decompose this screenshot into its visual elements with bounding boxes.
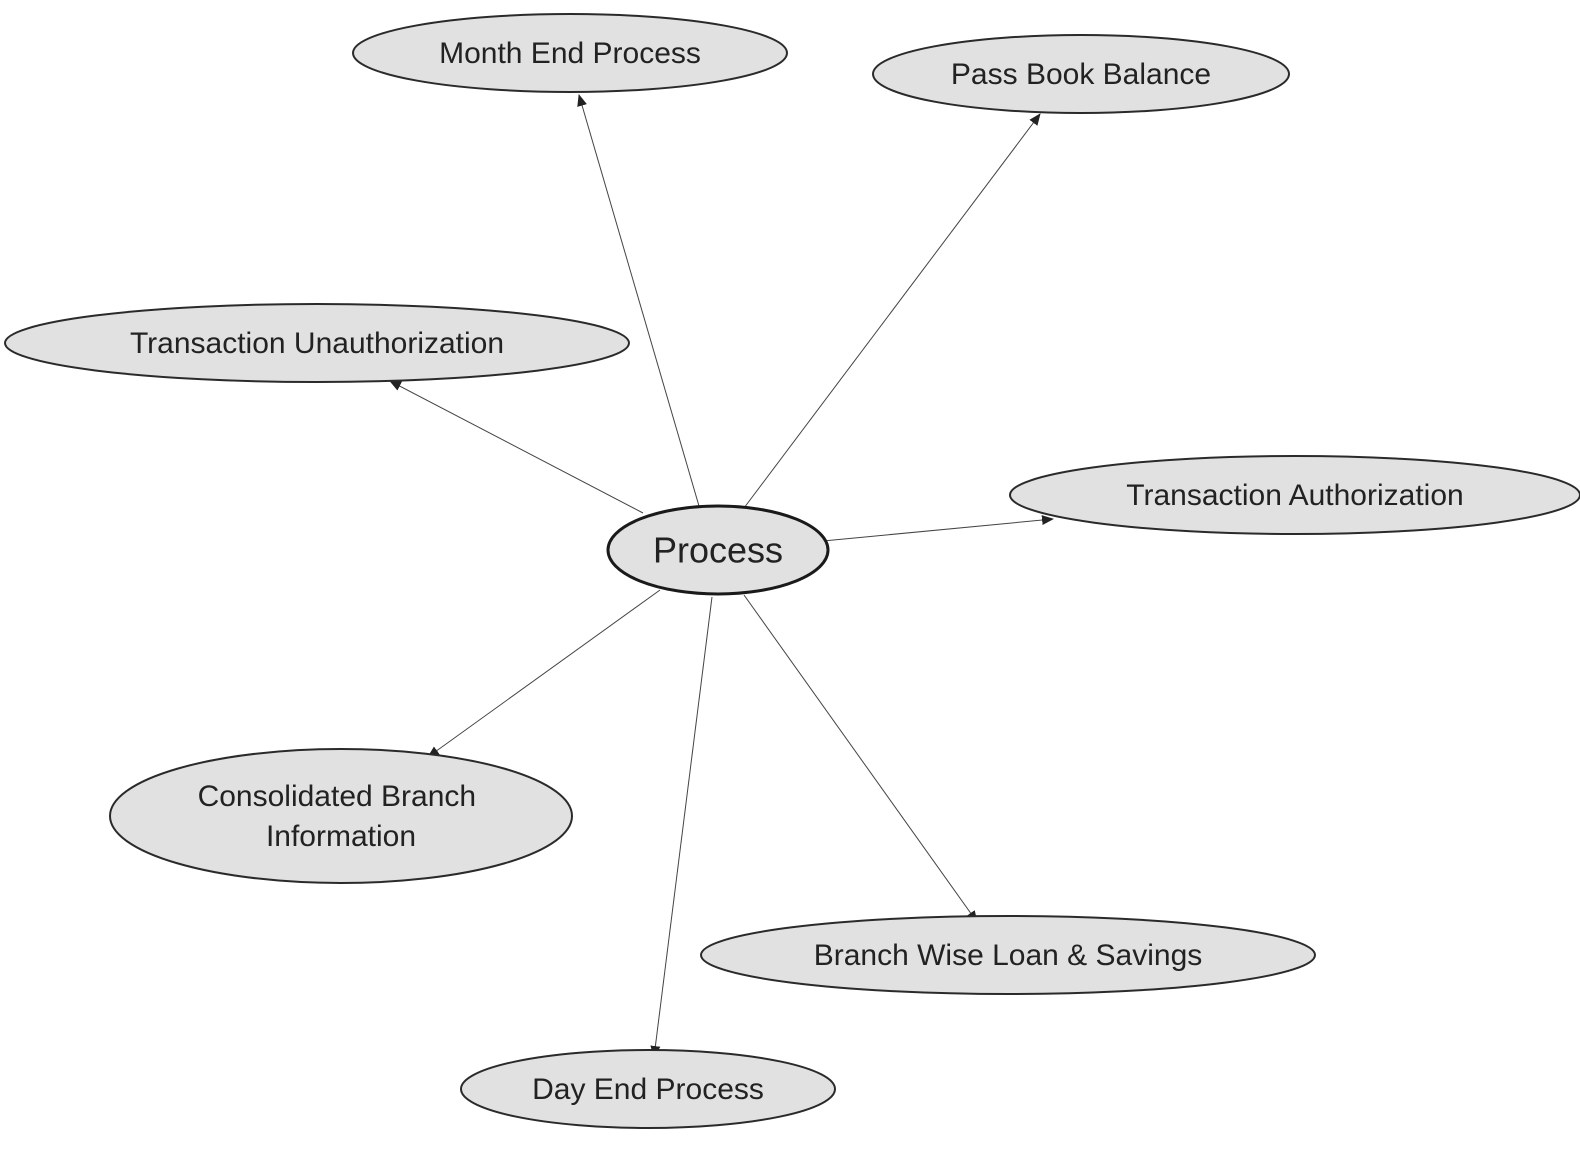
node-label-line: Information <box>266 820 416 853</box>
node-label: Consolidated Branch Information <box>198 780 485 853</box>
node-label-line: Consolidated Branch <box>198 780 477 813</box>
node-ellipse <box>109 748 573 884</box>
node-day-end-process: Day End Process <box>460 1049 836 1129</box>
node-ellipse <box>352 13 788 93</box>
edge-to-month-end-process <box>577 94 700 507</box>
node-ellipse <box>4 303 630 383</box>
node-label: Pass Book Balance <box>951 58 1211 91</box>
node-ellipse <box>872 34 1290 114</box>
edges-group <box>389 94 1054 1058</box>
node-consolidated-branch-information: Consolidated Branch Information <box>109 748 573 884</box>
center-label: Process <box>653 530 783 571</box>
node-label: Month End Process <box>439 37 701 70</box>
node-ellipse <box>700 915 1316 995</box>
edge-to-pass-book-balance <box>743 113 1041 509</box>
node-label: Day End Process <box>532 1073 764 1106</box>
node-label-line: Pass Book Balance <box>951 58 1211 91</box>
node-label-line: Transaction Unauthorization <box>130 327 504 360</box>
node-branch-wise-loan-savings: Branch Wise Loan & Savings <box>700 915 1316 995</box>
node-label-line: Month End Process <box>439 37 701 70</box>
node-ellipse <box>460 1049 836 1129</box>
node-transaction-unauthorization: Transaction Unauthorization <box>4 303 630 383</box>
node-label-line: Transaction Authorization <box>1126 479 1463 512</box>
center-ellipse <box>606 504 830 596</box>
node-process-center: Process <box>606 504 830 596</box>
node-label: Branch Wise Loan & Savings <box>814 939 1203 972</box>
node-pass-book-balance: Pass Book Balance <box>872 34 1290 114</box>
edge-to-transaction-authorization <box>822 515 1054 542</box>
node-ellipse <box>1009 455 1580 535</box>
node-label-line: Day End Process <box>532 1073 764 1106</box>
edge-to-day-end-process <box>650 596 713 1058</box>
edge-to-branch-wise-loan-savings <box>743 594 978 923</box>
node-month-end-process: Month End Process <box>352 13 788 93</box>
edge-to-transaction-unauthorization <box>389 380 644 514</box>
node-label-line: Branch Wise Loan & Savings <box>814 939 1203 972</box>
node-transaction-authorization: Transaction Authorization <box>1009 455 1580 535</box>
edge-to-consolidated-branch-information <box>427 589 661 758</box>
node-label: Transaction Authorization <box>1126 479 1463 512</box>
node-label: Transaction Unauthorization <box>130 327 504 360</box>
